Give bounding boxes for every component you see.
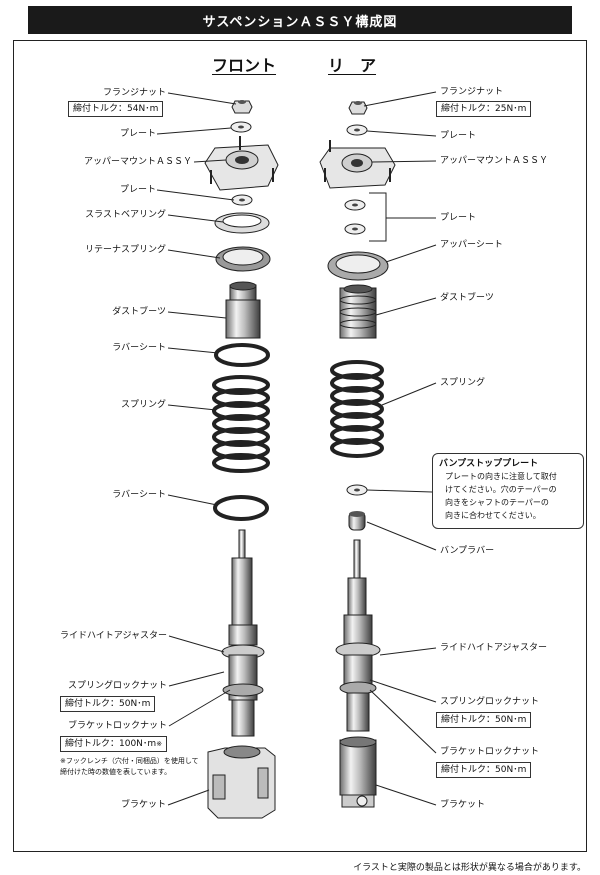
front-retainer-spring <box>215 246 271 272</box>
rear-bump-stop-line-4: 向きに合わせてください。 <box>445 511 541 520</box>
rear-bracket-label: ブラケット <box>440 800 486 810</box>
rear-damper <box>335 539 381 732</box>
front-rubber-seat-1 <box>214 343 270 367</box>
front-bracket <box>207 745 276 819</box>
leader-lines <box>156 91 437 806</box>
front-retainer-spring-label: リテーナスプリング <box>84 245 166 255</box>
rear-bump-rubber-label: バンプラバー <box>440 546 495 556</box>
rear-ride-height-label: ライドハイトアジャスター <box>440 643 548 653</box>
front-plate-2 <box>231 194 253 206</box>
front-bracket-lock-nut-label: ブラケットロックナット <box>67 721 167 731</box>
front-flange-nut-label: フランジナット <box>102 88 166 98</box>
rear-upper-seat <box>327 251 389 281</box>
front-hook-wrench-note-2: 締付けた時の数値を表しています。 <box>60 768 172 776</box>
rear-bump-stop-line-3: 向きをシャフトのテーパーの <box>445 498 549 507</box>
front-spring-lock-torque: 締付トルク：50N･m <box>60 696 156 712</box>
diagram-frame <box>13 40 587 852</box>
rear-upper-seat-label: アッパーシート <box>440 240 503 250</box>
front-thrust-bearing <box>214 212 270 234</box>
front-ride-height-label: ライドハイトアジャスター <box>59 631 167 641</box>
front-flange-nut-torque: 締付トルク：54N･m <box>68 101 164 117</box>
front-thrust-bearing-label: スラストベアリング <box>85 210 166 220</box>
front-spring <box>212 375 270 473</box>
rear-bump-stop-line-1: プレートの向きに注意して取付 <box>445 472 557 481</box>
disclaimer-footer: イラストと実際の製品とは形状が異なる場合があります。 <box>353 863 586 873</box>
rear-plate-2-label: プレート <box>440 213 477 223</box>
rear-bracket-lock-nut-label: ブラケットロックナット <box>440 747 540 757</box>
rear-plate-2 <box>344 192 387 242</box>
front-upper-mount <box>204 136 279 191</box>
rear-upper-mount-label: アッパーマウントＡＳＳＹ <box>440 156 549 166</box>
rear-dust-boots-label: ダストブーツ <box>440 293 494 303</box>
rear-bump-stop-title: バンプストッププレート <box>439 459 539 469</box>
front-hook-wrench-note-1: ※フックレンチ（穴付・同梱品）を使用して <box>60 757 199 765</box>
front-flange-nut <box>231 100 253 114</box>
rear-flange-nut-torque: 締付トルク：25N･m <box>436 101 532 117</box>
rear-spring-label: スプリング <box>440 378 486 388</box>
rear-bracket <box>339 736 377 808</box>
rear-column-heading: リ ア <box>328 56 377 75</box>
front-plate-2-label: プレート <box>119 185 156 195</box>
rear-flange-nut-label: フランジナット <box>440 87 504 97</box>
front-dust-boots-label: ダストブーツ <box>112 307 166 317</box>
rear-dust-boots <box>339 284 377 339</box>
front-bracket-label: ブラケット <box>120 800 166 810</box>
rear-flange-nut <box>348 101 368 115</box>
front-damper <box>221 529 265 737</box>
rear-plate-1-label: プレート <box>440 131 477 141</box>
rear-upper-mount <box>319 140 396 189</box>
rear-bracket-lock-torque: 締付トルク：50N･m <box>436 762 532 778</box>
rear-spring-lock-torque: 締付トルク：50N･m <box>436 712 532 728</box>
rear-spring-lock-nut-label: スプリングロックナット <box>440 697 540 707</box>
front-rubber-seat-2 <box>213 495 269 521</box>
front-spring-label: スプリング <box>120 400 166 410</box>
diagram-title: サスペンションＡＳＳＹ構成図 <box>28 6 572 34</box>
front-rubber-seat-2-label: ラバーシート <box>112 490 166 500</box>
front-plate-1 <box>230 121 252 133</box>
front-dust-boots <box>225 281 261 339</box>
front-rubber-seat-1-label: ラバーシート <box>112 343 166 353</box>
rear-bump-stop-line-2: けてください。穴のテーパーの <box>445 485 557 494</box>
front-column-heading: フロント <box>212 56 277 75</box>
rear-bump-stop-note-box: バンプストッププレート プレートの向きに注意して取付 けてください。穴のテーパー… <box>432 453 584 529</box>
rear-spring <box>330 360 384 458</box>
front-upper-mount-label: アッパーマウントＡＳＳＹ <box>83 157 192 167</box>
front-bracket-lock-torque: 締付トルク：100N･m※ <box>60 736 168 752</box>
rear-bump-stop-plate <box>346 484 368 496</box>
rear-plate-1 <box>346 124 368 136</box>
rear-bump-rubber <box>348 511 366 531</box>
front-plate-1-label: プレート <box>119 129 156 139</box>
front-spring-lock-nut-label: スプリングロックナット <box>67 681 167 691</box>
